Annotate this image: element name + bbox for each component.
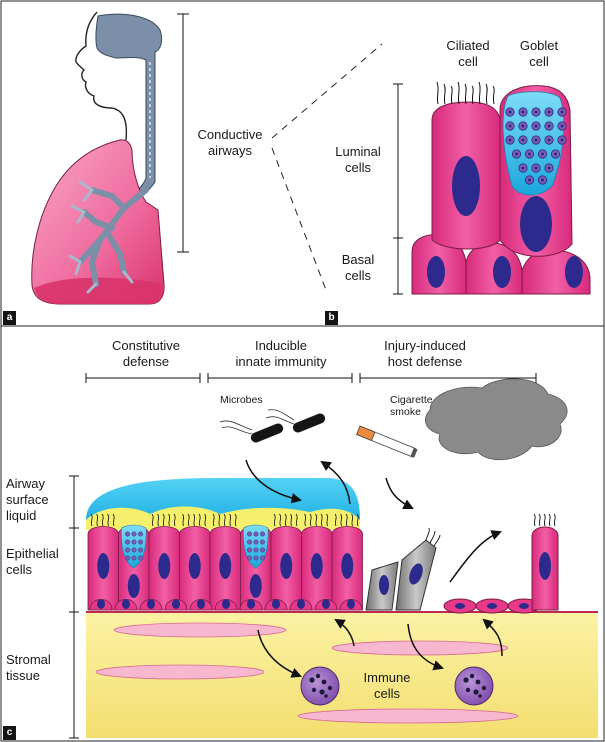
label-luminal-cells: Luminal cells (335, 144, 381, 175)
zoom-line-bottom (271, 147, 327, 291)
panel-tag-a: a (3, 311, 16, 325)
label-inducible-innate-immunity: Inducible innate immunity (235, 338, 327, 369)
panel-tag-b: b (325, 311, 338, 325)
zoom-line-top (271, 43, 383, 139)
label-epithelial-cells: Epithelial cells (6, 546, 59, 577)
label-stromal-tissue: Stromal tissue (6, 652, 51, 683)
panel-b-luminal-brackets (393, 83, 403, 295)
label-immune-cells: Immune cells (363, 670, 411, 701)
injured-epithelium (365, 513, 559, 614)
process-arrows (245, 459, 503, 678)
epithelial-layer (87, 513, 363, 611)
mucus-layer (86, 506, 360, 530)
label-microbes: Microbes (220, 394, 263, 406)
immune-cell-left (300, 666, 340, 706)
label-ciliated-cell: Ciliated cell (446, 38, 490, 69)
label-goblet-cell: Goblet cell (519, 38, 559, 69)
cigarette-icon (356, 425, 418, 458)
panel-a-lung (31, 139, 165, 305)
panel-b-cells (411, 81, 591, 295)
label-conductive-airways: Conductive airways (197, 127, 263, 158)
label-airway-surface-liquid: Airway surface liquid (6, 476, 49, 523)
label-injury-induced-host-defense: Injury-induced host defense (384, 338, 466, 369)
stromal-fibroblasts (95, 622, 519, 724)
smoke-cloud (425, 378, 568, 461)
panel-tag-c: c (3, 726, 16, 740)
label-basal-cells: Basal cells (341, 252, 375, 283)
layer-brackets (69, 475, 79, 739)
immune-cell-right (454, 666, 494, 706)
microbes (219, 409, 326, 443)
label-constitutive-defense: Constitutive defense (112, 338, 180, 369)
label-cigarette-smoke: Cigarette smoke (390, 394, 433, 418)
category-brackets (85, 373, 537, 383)
